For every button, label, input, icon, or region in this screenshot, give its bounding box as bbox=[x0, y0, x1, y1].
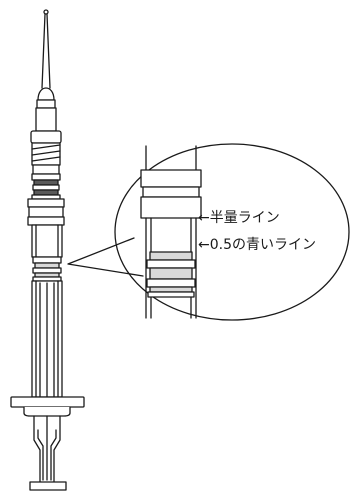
finger-flange bbox=[10, 396, 85, 417]
needle-hub bbox=[35, 87, 57, 132]
needle bbox=[41, 9, 51, 89]
callout-bubble bbox=[67, 143, 350, 321]
barrel bbox=[31, 224, 63, 258]
thumb-press bbox=[29, 481, 67, 491]
plunger-shaft bbox=[33, 415, 61, 483]
half-dose-line-label: ←半量ライン bbox=[198, 210, 280, 226]
magnified-syringe bbox=[140, 145, 202, 319]
lower-barrel bbox=[31, 280, 63, 398]
plunger-stopper bbox=[32, 256, 62, 282]
collar-rings bbox=[27, 198, 65, 226]
hub-body bbox=[30, 130, 62, 175]
upper-stopper bbox=[31, 173, 61, 200]
blue-line-label: ←0.5の青いライン bbox=[198, 237, 316, 253]
